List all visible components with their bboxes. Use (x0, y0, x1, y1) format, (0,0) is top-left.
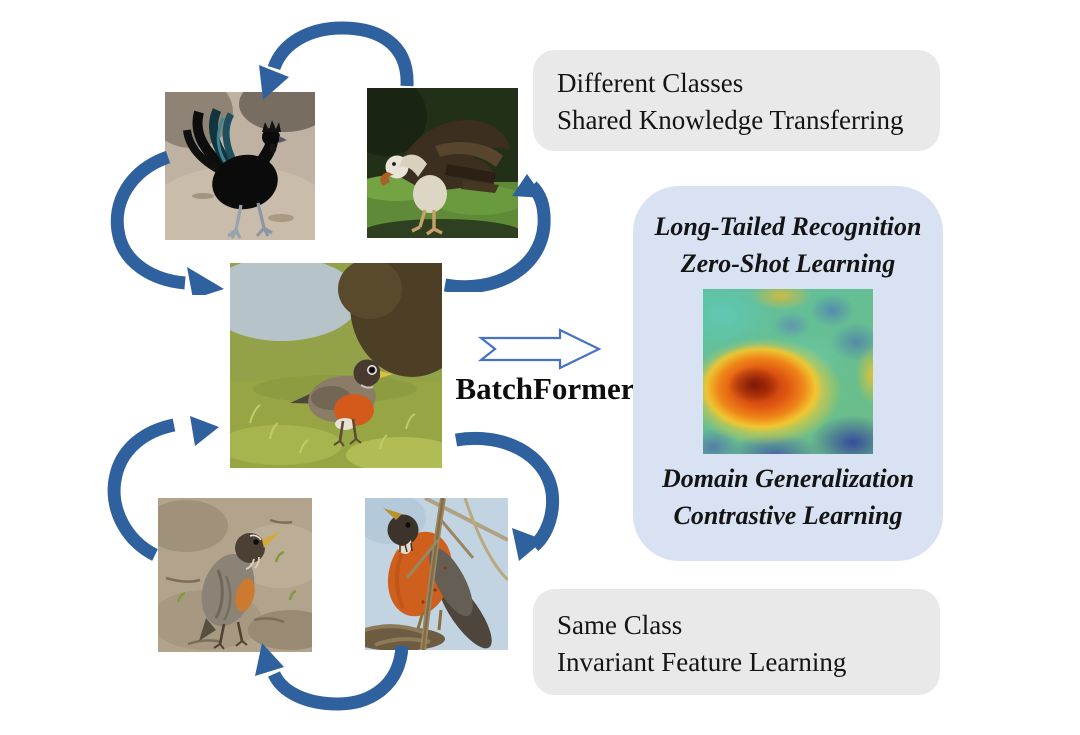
vulture-image (367, 88, 518, 238)
same-class-line1: Same Class (557, 610, 683, 640)
arrow-rooster-to-center (110, 150, 224, 295)
batchformer-label: BatchFormer (455, 371, 635, 406)
different-classes-box: Different Classes Shared Knowledge Trans… (533, 50, 940, 151)
center-robin-image (230, 263, 442, 468)
same-class-line2: Invariant Feature Learning (557, 647, 847, 677)
same-class-box: Same Class Invariant Feature Learning (533, 589, 940, 695)
arrow-groundrobin-to-center (107, 416, 219, 561)
applications-line2: Zero-Shot Learning (680, 249, 896, 278)
different-classes-line1: Different Classes (557, 68, 744, 98)
attention-heatmap-image (703, 289, 873, 454)
applications-box: Long-Tailed Recognition Zero-Shot Learni… (633, 186, 943, 561)
center-robin-illustration (230, 263, 442, 468)
arrow-center-to-vulture (443, 174, 551, 292)
applications-line3: Domain Generalization (661, 464, 915, 493)
applications-line4: Contrastive Learning (673, 501, 903, 530)
ground-robin-image (158, 498, 312, 652)
vulture-illustration (367, 88, 518, 238)
arrow-branchrobin-to-groundrobin (255, 643, 409, 711)
applications-line1: Long-Tailed Recognition (654, 212, 922, 241)
arrow-center-to-branchrobin (454, 431, 560, 561)
branch-robin-illustration (365, 498, 508, 650)
rooster-image (165, 92, 315, 240)
batchformer-transform-arrow (478, 328, 602, 370)
rooster-illustration (165, 92, 315, 240)
ground-robin-illustration (158, 498, 312, 652)
different-classes-line2: Shared Knowledge Transferring (557, 105, 904, 135)
branch-robin-image (365, 498, 508, 650)
arrow-vulture-to-rooster (259, 21, 414, 100)
